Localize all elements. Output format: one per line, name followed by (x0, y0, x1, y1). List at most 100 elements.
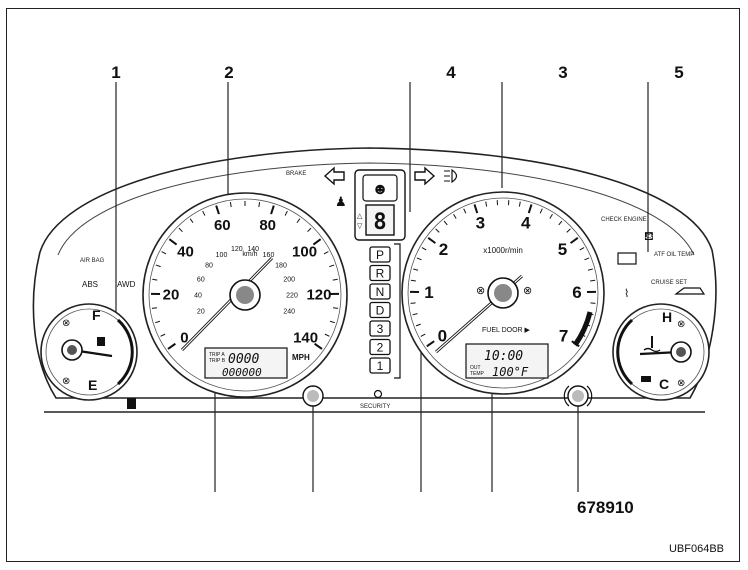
temp-cold-label: C (659, 376, 669, 392)
redline-zone (572, 311, 593, 347)
rpm-minor-tick (410, 302, 416, 304)
gear-position-box (369, 283, 391, 300)
mph-tick-label: 0 (180, 330, 188, 347)
mph-minor-tick (152, 278, 158, 281)
mph-unit-label: MPH (292, 353, 310, 362)
screw-icon: ⊗ (62, 318, 70, 329)
rpm-minor-tick (412, 313, 418, 316)
mph-minor-tick (333, 307, 339, 309)
kmh-tick-label: 60 (197, 276, 205, 283)
mph-minor-tick (332, 278, 338, 281)
rpm-tick-label: 5 (558, 240, 567, 259)
callout-bottom-group: 678910 (577, 498, 634, 517)
screw-icon: ⊗ (677, 378, 685, 389)
kmh-tick-label: 120 (231, 246, 243, 253)
kmh-tick-label: 20 (197, 309, 205, 316)
rpm-tick-label: 4 (521, 214, 531, 233)
gear-position-box (369, 301, 391, 319)
seatbelt-warning-icon: ♟ (335, 194, 347, 209)
low-washer-icon: ⌇ (624, 288, 629, 300)
mph-minor-tick (161, 251, 167, 255)
kmh-tick-label: 160 (263, 252, 275, 259)
high-beam-icon (444, 168, 458, 184)
mph-minor-tick (155, 320, 161, 324)
door-open-icon (674, 287, 706, 295)
brightness-control-knob[interactable] (563, 385, 593, 407)
fuel-full-label: F (92, 307, 101, 323)
rpm-major-tick (426, 340, 435, 348)
center-display-digit: 8 (373, 210, 386, 235)
rpm-minor-tick (587, 268, 593, 271)
rpm-minor-tick (443, 220, 448, 226)
fuel-pump-icon (97, 337, 105, 346)
gear-position-box (369, 357, 391, 374)
rpm-tick-label: 2 (439, 240, 448, 259)
callout-3: 3 (558, 63, 567, 82)
rpm-tick-label: 0 (438, 326, 447, 345)
airbag-warning-label: AIR BAG (80, 258, 105, 264)
cluster-inner-bezel (57, 162, 695, 256)
tachometer-tick-marks (409, 200, 597, 348)
rpm-major-tick (427, 236, 437, 244)
trip-b-label: TRIP B (209, 358, 226, 364)
rpm-tick-label: 1 (424, 283, 433, 302)
mph-tick-label: 100 (292, 243, 317, 260)
kmh-tick-label: 40 (194, 293, 202, 300)
gear-position-label: 1 (377, 359, 384, 373)
figure-frame (6, 8, 740, 562)
trip-a-label: TRIP A (209, 352, 225, 358)
mph-minor-tick (151, 307, 157, 309)
mph-minor-tick (178, 227, 183, 233)
gear-position-label: P (376, 248, 384, 262)
clock-temp-lcd (465, 343, 549, 379)
seatbelt-reminder-icon: ☻ (372, 181, 389, 198)
fuel-empty-label: E (88, 377, 97, 393)
mph-tick-label: 60 (214, 217, 231, 234)
rpm-minor-tick (415, 323, 421, 327)
mph-minor-tick (329, 320, 335, 324)
rpm-major-tick (527, 204, 533, 214)
mph-minor-tick (307, 227, 312, 233)
rpm-minor-tick (485, 201, 488, 207)
mph-tick-label: 120 (306, 286, 331, 303)
mph-minor-tick (284, 210, 288, 216)
rpm-unit-label: x1000r/min (483, 246, 523, 255)
center-display: ☻ 8 △ ▽ (354, 169, 406, 241)
down-arrow-icon: ▽ (357, 223, 363, 230)
security-label: SECURITY (360, 404, 390, 410)
mph-minor-tick (155, 264, 161, 268)
gear-position-label: 3 (377, 322, 384, 336)
awd-warning-label: AWD (117, 280, 136, 289)
outside-temp-label-top: OUT (470, 365, 481, 371)
mph-tick-label: 20 (163, 286, 180, 303)
screw-icon: ⊗ (677, 319, 685, 330)
mph-major-tick (314, 342, 323, 350)
rpm-minor-tick (566, 228, 571, 233)
mph-major-tick (168, 238, 178, 246)
temp-gauge: H C ⊗ ⊗ (612, 303, 710, 401)
callout-5: 5 (674, 63, 683, 82)
rpm-tick-label: 7 (559, 326, 568, 345)
speedometer-tick-marks (150, 201, 340, 350)
temp-hot-label: H (662, 309, 672, 325)
callout-4: 4 (446, 63, 456, 82)
odometer-value: 000000 (222, 366, 262, 379)
atf-temp-label: ATF OIL TEMP (654, 252, 694, 258)
left-turn-signal-icon (323, 166, 345, 186)
cruise-set-label: CRUISE SET (651, 280, 687, 286)
rpm-minor-tick (590, 302, 596, 304)
mph-major-tick (167, 342, 176, 350)
right-turn-signal-icon (414, 166, 436, 186)
mph-tick-label: 140 (293, 330, 318, 347)
mph-minor-tick (258, 202, 261, 208)
figure-code: UBF064BB (669, 543, 724, 555)
oil-pressure-icon: ⛾ (644, 229, 654, 243)
gear-position-box (369, 338, 391, 356)
gear-position-box (369, 320, 391, 337)
mph-minor-tick (324, 333, 330, 337)
rpm-major-tick (473, 204, 479, 214)
